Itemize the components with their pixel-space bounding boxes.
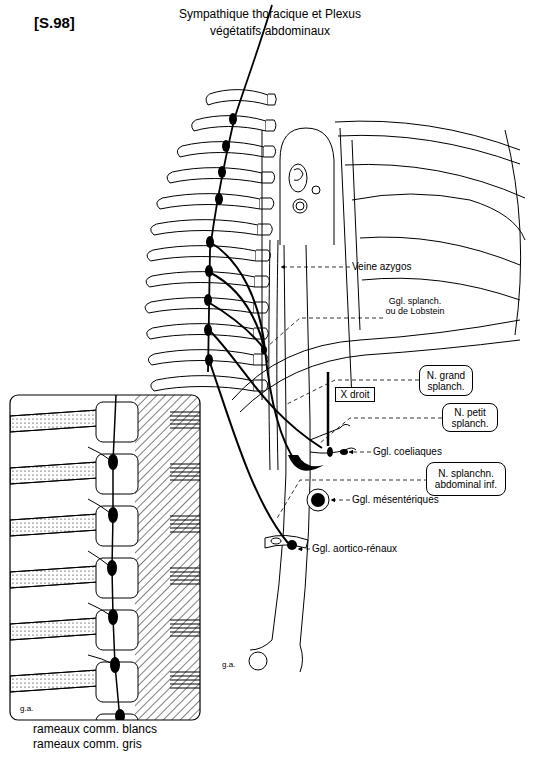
- celiac-trunk: [310, 424, 350, 440]
- inset-caption: rameaux comm. gris: [33, 738, 142, 752]
- vertebra-segment: [10, 714, 200, 720]
- node-text: X droit: [341, 389, 370, 400]
- chain-ganglion: [229, 113, 237, 125]
- chain-ganglion: [205, 354, 213, 366]
- node-text: N. petit splanch.: [445, 407, 495, 429]
- rib-right: [338, 135, 520, 164]
- aorticorenal-ganglion: [287, 540, 297, 550]
- nerve-label-box: N. splanchn. abdominal inf.: [426, 462, 506, 496]
- lesser-splanchnic-nerve: [209, 330, 322, 448]
- rib: [147, 324, 269, 339]
- chain-ganglion: [218, 166, 226, 178]
- inset-caption: rameaux comm. blancs: [33, 723, 157, 737]
- iliac-artery: [300, 645, 303, 672]
- azygos-vein: [277, 240, 278, 470]
- trachea-section: [294, 169, 303, 181]
- thorax-outline: [232, 121, 525, 672]
- node-text: N. grand splanch.: [422, 370, 470, 392]
- rib: [157, 194, 274, 209]
- vertebra-segment: [10, 454, 200, 494]
- mesenteric-artery: [307, 489, 329, 511]
- celiac-ganglion: [340, 449, 348, 455]
- vertebra-hatch: [135, 395, 200, 720]
- chain-ganglion: [222, 140, 230, 152]
- mesenteric-ganglion: [311, 493, 325, 507]
- least-splanchnic-nerve: [209, 360, 288, 543]
- chain-ganglion: [215, 193, 223, 205]
- trachea-section: [289, 164, 307, 192]
- vessel-section: [293, 199, 307, 213]
- abdominal-ganglia: [261, 346, 348, 550]
- vertebra-segment: [10, 558, 200, 598]
- vessel-section: [249, 652, 267, 670]
- diaphragm: [240, 340, 520, 412]
- chain-ganglion: [115, 709, 125, 720]
- greater-splanchnic-root: [210, 242, 265, 350]
- chain-ganglion: [108, 507, 118, 523]
- azygos-vein: [269, 240, 270, 470]
- chain-ganglion: [204, 324, 212, 336]
- signature: g.a.: [222, 660, 235, 669]
- chain-ganglion: [204, 294, 212, 306]
- inset-background: [10, 395, 200, 720]
- rib-right: [360, 237, 520, 265]
- nerve-label-box: N. petit splanch.: [442, 403, 498, 432]
- part-label: Ggl. splanch. ou de Lobstein: [384, 296, 446, 317]
- chain-ganglion: [205, 265, 213, 277]
- leader-line: [298, 549, 310, 550]
- sympathetic-chain: [204, 5, 272, 372]
- chain-ganglion: [108, 454, 118, 470]
- part-label: Ggl. mésentériques: [352, 494, 439, 506]
- leader-line: [268, 318, 383, 346]
- chain-ganglion: [110, 657, 120, 673]
- vertebra-segment: [10, 402, 200, 442]
- celiac-ganglion: [327, 447, 333, 457]
- splanchnic-nerves: [208, 242, 328, 543]
- vertebra-segment: [10, 662, 200, 702]
- part-label: Ggl. aortico-rénaux: [312, 543, 397, 555]
- rib: [147, 246, 271, 261]
- diaphragm: [232, 320, 520, 400]
- leader-line: [281, 267, 350, 268]
- vessel-section: [271, 538, 281, 544]
- chain-ganglion: [108, 609, 118, 625]
- rib-cage-left: [145, 90, 276, 391]
- aortic-arch: [280, 128, 334, 245]
- pleura-line: [352, 140, 360, 330]
- greater-splanchnic-root: [208, 302, 265, 350]
- leader-line: [349, 452, 371, 453]
- leader-line: [285, 380, 419, 405]
- aorta: [300, 245, 310, 645]
- rib-right: [345, 164, 525, 198]
- greater-splanchnic-nerve: [265, 350, 296, 462]
- chain-trunk: [208, 5, 272, 372]
- vertebra-segment: [10, 610, 200, 650]
- signature: g.a.: [20, 704, 33, 713]
- figure-number: [S.98]: [34, 14, 75, 31]
- vertebral-edge: [262, 130, 263, 400]
- vessel-section: [312, 186, 320, 194]
- vertebra-segment: [10, 506, 200, 546]
- iliac-artery: [250, 640, 272, 650]
- chain-ganglion: [206, 236, 214, 248]
- part-label: Ggl. coeliaques: [373, 446, 442, 458]
- inset-detail: [10, 395, 200, 754]
- inset-frame: [10, 395, 200, 720]
- pleura-line: [340, 128, 352, 400]
- nerve-label-box: X droit: [335, 387, 375, 402]
- lung-outline: [352, 194, 525, 240]
- chain-ganglion: [107, 560, 117, 576]
- chest-wall: [505, 130, 521, 335]
- vessel-section: [296, 202, 304, 210]
- nerve-label-box: N. grand splanch.: [419, 365, 473, 396]
- node-text: N. splanchn. abdominal inf.: [429, 468, 503, 490]
- part-label: Veine azygos: [352, 261, 412, 273]
- rib: [151, 376, 268, 391]
- leader-line: [320, 418, 442, 443]
- diagram-title: Sympathique thoracique et Plexus végétat…: [170, 6, 370, 40]
- leader-line: [331, 500, 350, 501]
